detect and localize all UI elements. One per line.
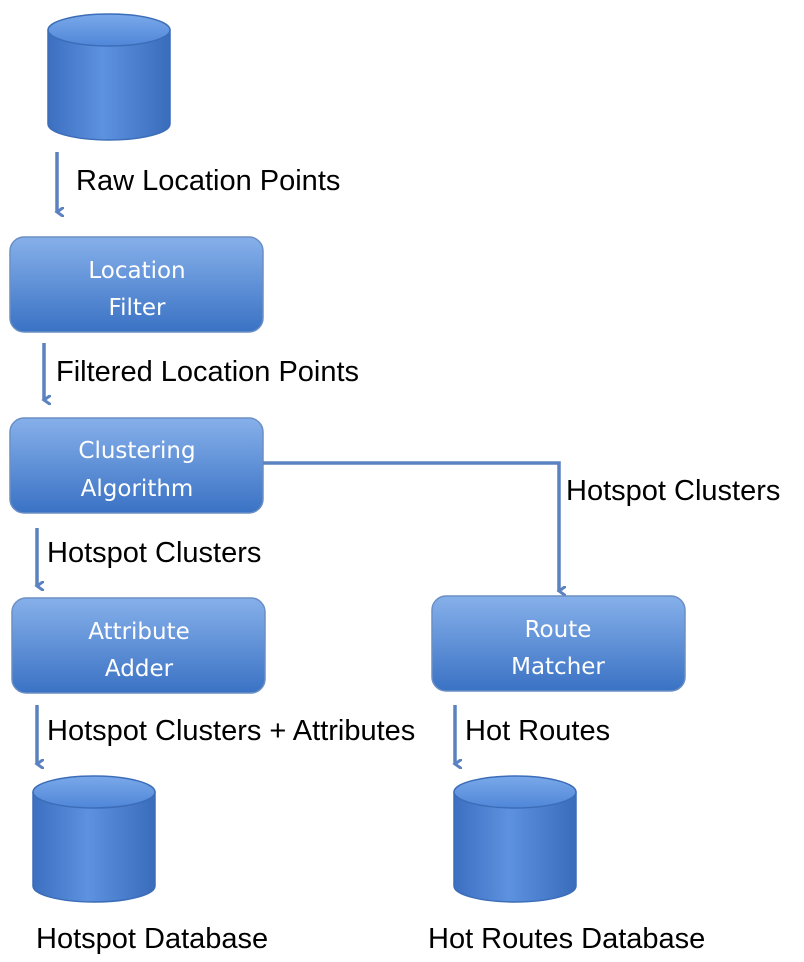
edge-label-raw-location-points: Raw Location Points xyxy=(76,165,340,197)
attribute-adder-node: Attribute Adder xyxy=(11,597,266,694)
edge-label-filtered-location-points: Filtered Location Points xyxy=(56,356,359,388)
hot-routes-database-icon xyxy=(453,775,577,903)
attribute-adder-label-line1: Attribute xyxy=(88,619,190,645)
route-matcher-label-line1: Route xyxy=(525,617,592,643)
arrow-clustering-to-route-matcher xyxy=(263,461,559,591)
hotspot-database-icon xyxy=(32,775,156,903)
edge-label-hotspot-clusters-right: Hotspot Clusters xyxy=(566,475,780,507)
edge-label-hotspot-clusters-down: Hotspot Clusters xyxy=(47,537,261,569)
location-filter-label-line2: Filter xyxy=(109,295,167,321)
clustering-algorithm-node: Clustering Algorithm xyxy=(9,417,264,514)
route-matcher-label-line2: Matcher xyxy=(511,654,605,680)
clustering-algorithm-label-line1: Clustering xyxy=(78,438,195,464)
edge-label-hot-routes: Hot Routes xyxy=(465,715,610,747)
clustering-algorithm-label-line2: Algorithm xyxy=(81,476,194,502)
location-filter-label-line1: Location xyxy=(88,258,185,284)
edge-label-clusters-plus-attributes: Hotspot Clusters + Attributes xyxy=(47,715,415,747)
attribute-adder-label-line2: Adder xyxy=(105,656,174,682)
hotspot-database-caption: Hotspot Database xyxy=(36,923,268,955)
location-filter-node: Location Filter xyxy=(9,236,264,333)
hot-routes-database-caption: Hot Routes Database xyxy=(428,923,705,955)
route-matcher-node: Route Matcher xyxy=(431,595,686,692)
raw-source-database-icon xyxy=(47,13,171,141)
